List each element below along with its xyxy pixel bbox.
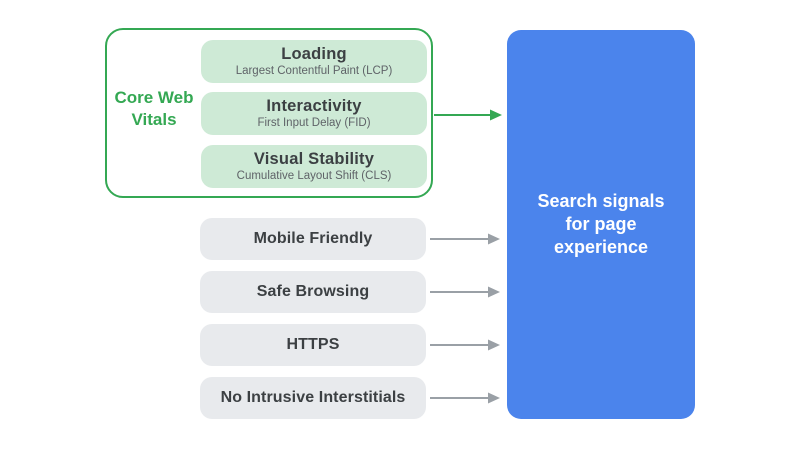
vital-pill-loading: Loading Largest Contentful Paint (LCP): [201, 40, 427, 83]
signal-pill-https: HTTPS: [200, 324, 426, 366]
search-signals-target-box: Search signals for page experience: [507, 30, 695, 419]
search-signals-label: Search signals for page experience: [537, 191, 665, 257]
vital-pill-interactivity: Interactivity First Input Delay (FID): [201, 92, 427, 135]
arrow-mobile-friendly: [430, 233, 500, 245]
signal-label: Safe Browsing: [256, 283, 370, 300]
vital-title: Loading: [281, 45, 347, 63]
vital-subtitle: First Input Delay (FID): [257, 117, 371, 129]
vital-subtitle: Cumulative Layout Shift (CLS): [236, 170, 392, 182]
signal-label: HTTPS: [286, 336, 340, 353]
arrow-no-intrusive-interstitials: [430, 392, 500, 404]
arrow-safe-browsing: [430, 286, 500, 298]
arrow-core-web-vitals: [434, 109, 502, 121]
signal-label: No Intrusive Interstitials: [220, 389, 406, 406]
signal-pill-mobile-friendly: Mobile Friendly: [200, 218, 426, 260]
signal-label: Mobile Friendly: [253, 230, 373, 247]
vital-title: Visual Stability: [253, 150, 375, 168]
vital-title: Interactivity: [266, 97, 362, 115]
signal-pill-safe-browsing: Safe Browsing: [200, 271, 426, 313]
arrow-https: [430, 339, 500, 351]
core-web-vitals-label: Core Web Vitals: [114, 88, 194, 129]
vital-pill-visual-stability: Visual Stability Cumulative Layout Shift…: [201, 145, 427, 188]
signal-pill-no-intrusive-interstitials: No Intrusive Interstitials: [200, 377, 426, 419]
vital-subtitle: Largest Contentful Paint (LCP): [235, 65, 393, 77]
